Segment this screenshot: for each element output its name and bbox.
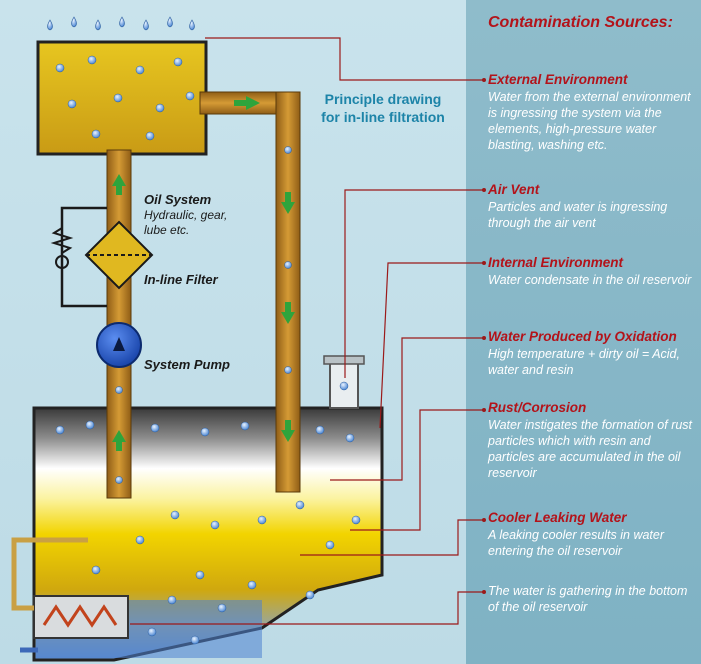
source-title-rust: Rust/Corrosion — [488, 400, 586, 415]
source-title-oxidation: Water Produced by Oxidation — [488, 329, 677, 344]
oil-system-label: Oil System — [144, 192, 211, 207]
principle-title: Principle drawing for in-line filtration — [318, 90, 448, 126]
panel-heading: Contamination Sources: — [488, 14, 673, 32]
source-desc-air-vent: Particles and water is ingressing throug… — [488, 199, 693, 231]
source-desc-rust: Water instigates the formation of rust p… — [488, 417, 693, 481]
external-water-droplets — [48, 17, 195, 30]
source-desc-internal: Water condensate in the oil reservoir — [488, 272, 693, 288]
system-pump-label: System Pump — [144, 357, 230, 372]
oil-system-sub: Hydraulic, gear, lube etc. — [144, 208, 234, 238]
source-desc-cooler: A leaking cooler results in water enteri… — [488, 527, 693, 559]
source-title-internal: Internal Environment — [488, 255, 623, 270]
source-title-external: External Environment — [488, 72, 628, 87]
source-desc-external: Water from the external environment is i… — [488, 89, 693, 153]
source-title-cooler: Cooler Leaking Water — [488, 510, 627, 525]
source-desc-water-gathering: The water is gathering in the bottom of … — [488, 583, 693, 615]
inline-filter-label: In-line Filter — [144, 272, 218, 287]
source-title-air-vent: Air Vent — [488, 182, 539, 197]
source-desc-oxidation: High temperature + dirty oil = Acid, wat… — [488, 346, 693, 378]
